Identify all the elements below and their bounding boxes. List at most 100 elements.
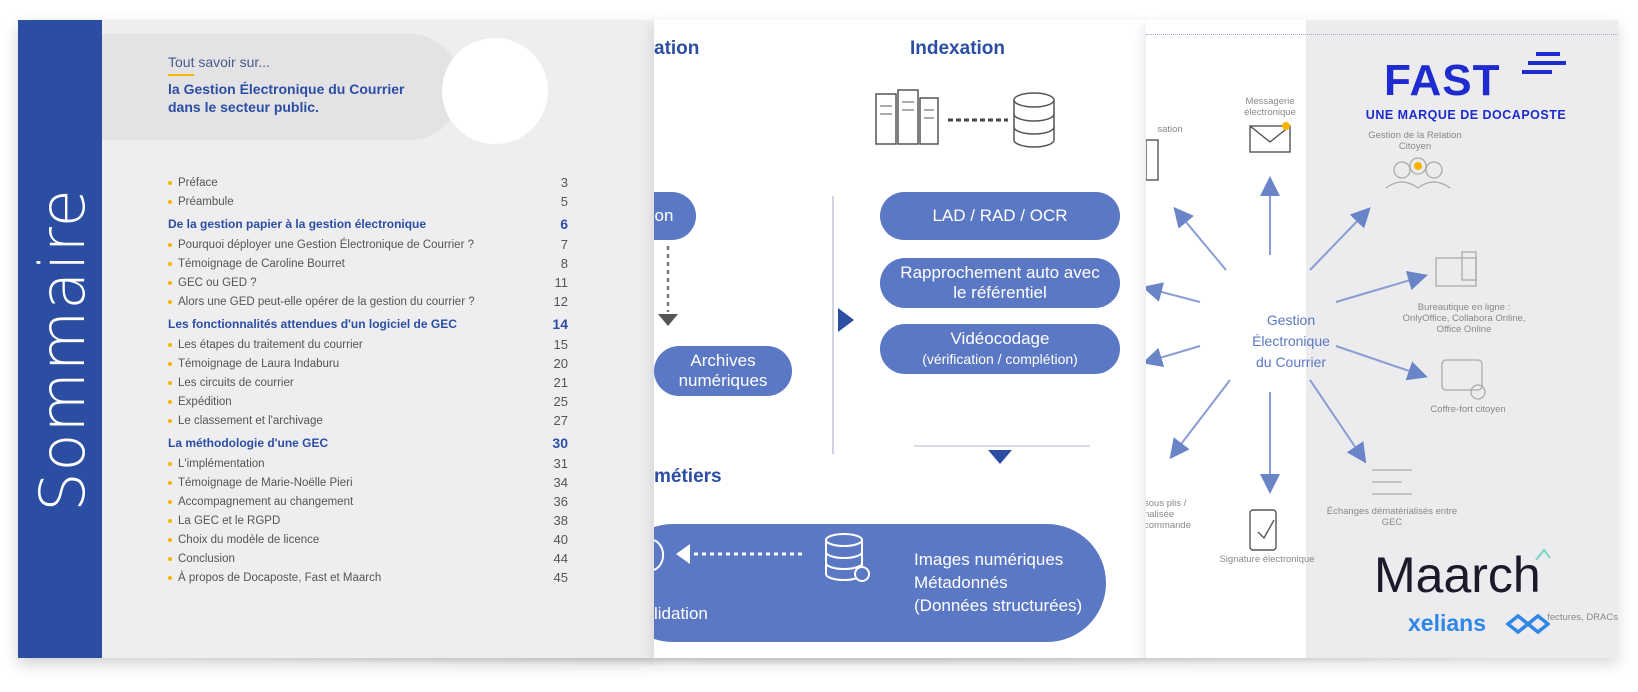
toc-item: Préambule 5 [168,195,568,209]
toc-label: Alors une GED peut-elle opérer de la ges… [178,296,475,308]
label-signature: Signature électronique [1219,554,1315,565]
toc-label: Accompagnement au changement [178,496,354,508]
fast-logo-subtitle: UNE MARQUE DE DOCAPOSTE [1365,108,1567,122]
indexation-diagram-page: ation Indexation ation Archives numériqu… [654,20,1146,658]
toc-item: L'implémentation 31 [168,457,568,471]
toc-page-number: 40 [553,532,568,547]
sommaire-vertical-title: Sommaire [26,188,99,512]
toc-label: Les circuits de courrier [178,377,294,389]
toc-page-number: 20 [553,356,568,371]
xelians-infinity-icon [1505,613,1550,635]
toc-page-number: 12 [553,294,568,309]
label-grc: Gestion de la Relation Citoyen [1368,130,1462,152]
toc-page-number: 25 [553,394,568,409]
intro-header-box [102,34,462,140]
toc-page-number: 44 [553,551,568,566]
heading-indexation: Indexation [910,38,1006,59]
fast-logo-text: FAST [1384,56,1501,105]
intro-accent-line [168,74,194,76]
bullet-icon [168,181,172,185]
bullet-icon [168,500,172,504]
toc-label: De la gestion papier à la gestion électr… [168,217,427,231]
center-line1: Gestion [1266,312,1316,328]
label-plis: sous plis / nalisée commande [1146,498,1191,531]
toc-page-number: 27 [553,413,568,428]
sommaire-side-band [18,20,102,658]
toc-page-number: 5 [560,194,568,209]
toc-section: De la gestion papier à la gestion électr… [168,217,568,232]
bullet-icon [168,281,172,285]
bullet-icon [168,538,172,542]
toc-label: L'implémentation [178,458,265,470]
big-text-line3: (Données structurées) [914,596,1083,615]
toc-item: Conclusion 44 [168,552,568,566]
label-echanges: Échanges dématérialisés entre GEC [1326,506,1458,528]
toc-page-number: 36 [553,494,568,509]
bullet-icon [168,300,172,304]
horizontal-separator [914,445,1090,447]
toc-label: La GEC et le RGPD [178,515,281,527]
toc-label: Conclusion [178,553,235,565]
pill-videocodage: Vidéocodage (vérification / complétion) [880,324,1120,374]
vertical-separator [832,196,834,454]
toc-label: Préambule [178,196,234,208]
toc-page-number: 14 [552,316,568,332]
bullet-icon [168,262,172,266]
fast-logo-lines-icon [1522,52,1566,74]
toc-section: Les fonctionnalités attendues d'un logic… [168,317,568,332]
bullet-icon [168,576,172,580]
label-messagerie: Messagerie électronique [1244,96,1296,118]
sommaire-page: Sommaire Tout savoir sur... la Gestion É… [18,20,654,658]
toc-page-number: 34 [553,475,568,490]
toc-label: GEC ou GED ? [178,277,257,289]
pill-ation-label: ation [654,206,674,225]
big-text-line1: Images numériques [914,550,1064,569]
bullet-icon [168,200,172,204]
big-pill-text: Images numériques Métadonnés (Données st… [914,548,1082,617]
server-database-icon [875,89,1055,148]
center-line3: du Courrier [1255,354,1327,370]
toc-label: Pourquoi déployer une Gestion Électroniq… [178,239,474,251]
gray-panel [1306,20,1618,658]
gec-center-label: Gestion Électronique du Courrier [1216,310,1366,373]
pill-ation: ation [654,192,696,240]
toc-label: Les étapes du traitement du courrier [178,339,363,351]
bullet-icon [168,419,172,423]
toc-item: Pourquoi déployer une Gestion Électroniq… [168,238,568,252]
toc-page-number: 38 [553,513,568,528]
toc-item: Alors une GED peut-elle opérer de la ges… [168,295,568,309]
label-coffre-fort: Coffre-fort citoyen [1430,404,1506,415]
label-bureautique: Bureautique en ligne : OnlyOffice, Colla… [1402,302,1526,335]
bullet-icon [168,243,172,247]
toc-label: À propos de Docaposte, Fast et Maarch [178,572,382,584]
arrow-down-icon [988,450,1012,464]
toc-label: Préface [178,177,218,189]
toc-label: Choix du modèle de licence [178,534,320,546]
pill-archives-label: Archives numériques [678,351,768,390]
pill-videocodage-sublabel: (vérification / complétion) [922,351,1078,367]
bullet-icon [168,519,172,523]
bullet-icon [168,481,172,485]
pill-lad-rad-ocr: LAD / RAD / OCR [880,192,1120,240]
maarch-logo-text: Maarch [1374,547,1541,603]
big-text-line2: Métadonnés [914,573,1008,592]
toc-label: La méthodologie d'une GEC [168,436,329,450]
bullet-icon [168,462,172,466]
toc-item: Témoignage de Laura Indaburu 20 [168,357,568,371]
toc-page-number: 6 [560,216,568,232]
toc-page-number: 8 [560,256,568,271]
toc-label: Témoignage de Laura Indaburu [178,358,340,370]
top-dotted-line [1146,34,1618,35]
toc-page-number: 21 [553,375,568,390]
toc-item: GEC ou GED ?11 [168,276,568,290]
toc-item: La GEC et le RGPD 38 [168,514,568,528]
toc-page-number: 31 [553,456,568,471]
